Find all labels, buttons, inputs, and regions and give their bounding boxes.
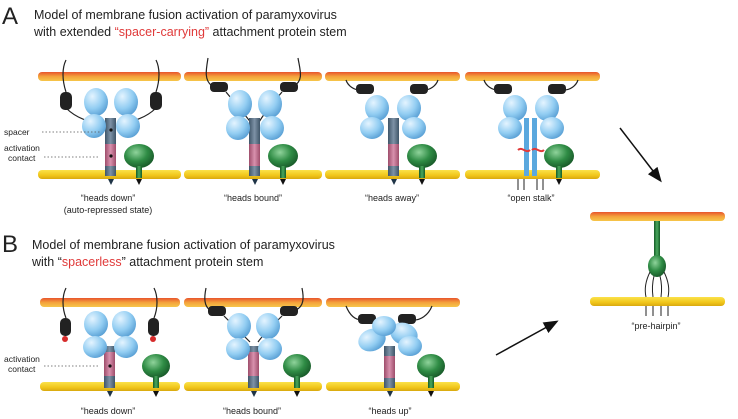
panel-b-letter: B [2,231,18,258]
protein-open-stalk [483,79,579,190]
receptor-icon [494,84,512,94]
fusion-protein-head [124,144,154,168]
fusion-protein-head [142,354,170,378]
receptor-icon [148,318,159,336]
viral-membrane [590,212,725,221]
fusion-protein-head [268,144,298,168]
protein-heads-away [345,79,439,185]
label-contact: contact [8,153,36,163]
receptor-icon [280,82,298,92]
receptor-icon [548,84,566,94]
caption-auto-repressed: (auto-repressed state) [64,205,153,215]
label-b-contact: contact [8,364,36,374]
fusion-protein-head [544,144,574,168]
panel-b-title-line1: Model of membrane fusion activation of p… [32,238,335,252]
target-cell-membrane [590,297,725,306]
caption-heads-away: “heads away” [365,193,419,203]
panel-a-letter: A [2,3,18,30]
receptor-icon [398,314,416,324]
receptor-icon [358,314,376,324]
viral-membrane [465,72,600,81]
label-spacer: spacer [4,127,30,137]
caption-open-stalk: “open stalk” [507,193,554,203]
receptor-icon [60,318,71,336]
protein-heads-bound-spacerless [204,287,311,397]
panel-b-title-line2: with “spacerless” attachment protein ste… [31,255,263,269]
panel-a-title-line1: Model of membrane fusion activation of p… [34,8,337,22]
caption-heads-down: “heads down” [81,193,136,203]
arrow-icon [495,320,559,356]
receptor-icon [280,306,298,316]
protein-heads-down [60,59,162,185]
receptor-icon [60,92,72,110]
receptor-icon [208,306,226,316]
caption-pre-hairpin: “pre-hairpin” [631,321,680,331]
label-b-activation: activation [4,354,40,364]
receptor-icon [410,84,428,94]
protein-heads-up-spacerless [345,305,445,397]
receptor-icon [356,84,374,94]
viral-membrane [40,298,180,307]
caption-b-heads-bound: “heads bound” [223,406,281,416]
caption-heads-bound: “heads bound” [224,193,282,203]
panel-a-title-line2: with extended “spacer-carrying” attachme… [33,25,347,39]
receptor-icon [210,82,228,92]
caption-b-heads-up: “heads up” [368,406,411,416]
fusion-protein-head [648,255,666,277]
receptor-icon [150,92,162,110]
viral-membrane [184,72,322,81]
fusion-protein-head [283,354,311,378]
viral-membrane [38,72,181,81]
protein-heads-bound [205,57,302,185]
viral-membrane [184,298,322,307]
pre-hairpin-state [590,212,725,316]
viral-membrane [326,298,460,307]
caption-b-heads-down: “heads down” [81,406,136,416]
label-activation: activation [4,143,40,153]
viral-membrane [325,72,460,81]
fusion-protein-head [417,354,445,378]
protein-heads-down-spacerless [60,287,170,397]
fusion-protein-head [407,144,437,168]
arrow-icon [619,127,662,183]
